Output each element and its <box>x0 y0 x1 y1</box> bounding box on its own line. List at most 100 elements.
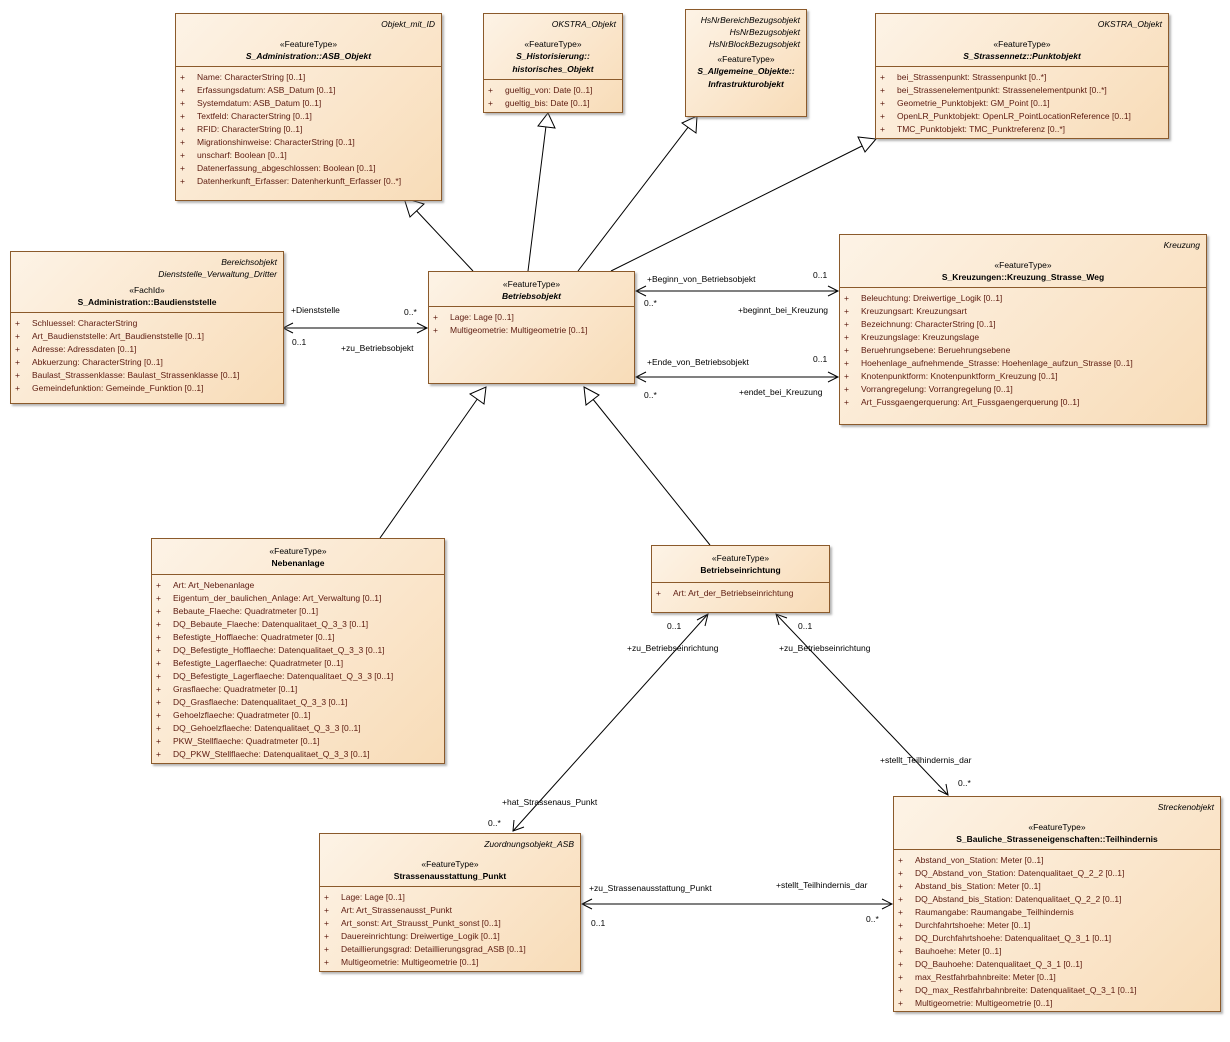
multiplicity-label: 0..1 <box>813 354 828 364</box>
attribute-list: +Art: Art_der_Betriebseinrichtung <box>652 583 829 603</box>
attribute-row: +Datenerfassung_abgeschlossen: Boolean [… <box>180 162 437 175</box>
visibility-marker: + <box>156 593 161 603</box>
class-nebenanlage[interactable]: «FeatureType» Nebenanlage +Art: Art_Nebe… <box>151 538 445 764</box>
parent-classes: Kreuzung <box>844 239 1202 251</box>
attribute-text: DQ_Bebaute_Flaeche: Datenqualitaet_Q_3_3… <box>173 619 369 629</box>
attribute-row: +bei_Strassenelementpunkt: Strasseneleme… <box>880 84 1164 97</box>
navigability-arrowhead <box>775 613 788 626</box>
navigability-arrowhead <box>937 783 949 796</box>
generalization-nebenanlage <box>379 397 479 539</box>
class-header: Bereichsobjekt Dienststelle_Verwaltung_D… <box>11 252 283 313</box>
attribute-text: Dauereinrichtung: Dreiwertige_Logik [0..… <box>341 931 500 941</box>
visibility-marker: + <box>898 985 903 995</box>
attribute-text: Kreuzungsart: Kreuzungsart <box>861 306 967 316</box>
attribute-row: + Name: CharacterString [0..1] <box>180 71 437 84</box>
visibility-marker: + <box>880 124 885 134</box>
attribute-text: Geometrie_Punktobjekt: GM_Point [0..1] <box>897 98 1050 108</box>
attribute-row: +Art: Art_der_Betriebseinrichtung <box>656 587 825 600</box>
parent-class-name: HsNrBlockBezugsobjekt <box>708 39 800 49</box>
attribute-text: Baulast_Strassenklasse: Baulast_Strassen… <box>32 370 240 380</box>
navigability-arrowhead <box>512 819 525 832</box>
class-header: Kreuzung «FeatureType» S_Kreuzungen::Kre… <box>840 235 1206 288</box>
attribute-row: +Bezeichnung: CharacterString [0..1] <box>844 318 1202 331</box>
stereotype: «FeatureType» <box>524 39 582 49</box>
visibility-marker: + <box>15 370 20 380</box>
visibility-marker: + <box>844 293 849 303</box>
visibility-marker: + <box>488 85 493 95</box>
attribute-row: +DQ_max_Restfahrbahnbreite: Datenqualita… <box>898 984 1216 997</box>
parent-classes: Streckenobjekt <box>898 801 1216 813</box>
role-label: +Ende_von_Betriebsobjekt <box>647 357 749 367</box>
visibility-marker: + <box>324 918 329 928</box>
class-historisches-objekt[interactable]: OKSTRA_Objekt «FeatureType» S_Historisie… <box>483 13 623 113</box>
role-label: +endet_bei_Kreuzung <box>739 387 823 397</box>
attribute-row: + Kreuzungsart: Kreuzungsart <box>844 305 1202 318</box>
parent-class-name: Dienststelle_Verwaltung_Dritter <box>158 269 277 279</box>
visibility-marker: + <box>180 176 185 186</box>
visibility-marker: + <box>180 72 185 82</box>
attribute-row: +Multigeometrie: Multigeometrie [0..1] <box>433 324 630 337</box>
visibility-marker: + <box>324 892 329 902</box>
role-label: +zu_Betriebsobjekt <box>341 343 414 353</box>
attribute-text: Adresse: Adressdaten [0..1] <box>32 344 137 354</box>
attribute-row: + Bauhoehe: Meter [0..1] <box>898 945 1216 958</box>
class-baudienststelle[interactable]: Bereichsobjekt Dienststelle_Verwaltung_D… <box>10 251 284 404</box>
visibility-marker: + <box>898 933 903 943</box>
visibility-marker: + <box>156 632 161 642</box>
stereotype: «FeatureType» <box>502 279 561 289</box>
class-name: S_Administration::Baudienststelle <box>77 297 217 307</box>
visibility-marker: + <box>156 619 161 629</box>
visibility-marker: + <box>324 957 329 967</box>
attribute-text: DQ_Befestigte_Hofflaeche: Datenqualitaet… <box>173 645 385 655</box>
class-teilhindernis[interactable]: Streckenobjekt «FeatureType» S_Bauliche_… <box>893 796 1221 1012</box>
stereotype: «FeatureType» <box>269 546 327 556</box>
stereotype: «FeatureType» <box>993 39 1051 49</box>
attribute-text: Datenerfassung_abgeschlossen: Boolean [0… <box>197 163 376 173</box>
class-asb-objekt[interactable]: Objekt_mit_ID «FeatureType» S_Administra… <box>175 13 442 201</box>
attribute-text: bei_Strassenpunkt: Strassenpunkt [0..*] <box>897 72 1047 82</box>
assoc-zu-betriebseinrichtung-2 <box>775 613 949 796</box>
role-label: +beginnt_bei_Kreuzung <box>738 305 829 315</box>
multiplicity-label: 0..* <box>404 307 417 317</box>
class-betriebsobjekt[interactable]: «FeatureType» Betriebsobjekt +Lage: Lage… <box>428 271 635 384</box>
class-header: OKSTRA_Objekt «FeatureType» S_Historisie… <box>484 14 622 80</box>
visibility-marker: + <box>898 946 903 956</box>
attribute-text: TMC_Punktobjekt: TMC_Punktreferenz [0..*… <box>897 124 1066 134</box>
attribute-row: + Baulast_Strassenklasse: Baulast_Strasse… <box>15 369 279 382</box>
role-label: +zu_Betriebseinrichtung <box>627 643 719 653</box>
generalization-arrowhead <box>537 112 556 129</box>
attribute-row: +DQ_Befestigte_Lagerflaeche: Datenqualit… <box>156 670 440 683</box>
visibility-marker: + <box>844 371 849 381</box>
visibility-marker: + <box>156 606 161 616</box>
attribute-row: +Adresse: Adressdaten [0..1] <box>15 343 279 356</box>
visibility-marker: + <box>656 588 661 598</box>
attribute-text: Bauhoehe: Meter [0..1] <box>915 946 1002 956</box>
class-infrastrukturobjekt[interactable]: HsNrBereichBezugsobjekt HsNrBezugsobjekt… <box>685 9 807 117</box>
attribute-row: +Hoehenlage_aufnehmende_Strasse: Hoehenl… <box>844 357 1202 370</box>
parent-classes: HsNrBereichBezugsobjekt HsNrBezugsobjekt… <box>690 14 802 50</box>
class-header: «FeatureType» Betriebseinrichtung <box>652 546 829 583</box>
navigability-arrowhead <box>634 285 647 297</box>
attribute-text: PKW_Stellflaeche: Quadratmeter [0..1] <box>173 736 320 746</box>
attribute-row: +Multigeometrie: Multigeometrie [0..1] <box>324 956 576 969</box>
attribute-text: Lage: Lage [0..1] <box>450 312 514 322</box>
class-punktobjekt[interactable]: OKSTRA_Objekt «FeatureType» S_Strassenne… <box>875 13 1169 139</box>
parent-class-name: Kreuzung <box>1163 240 1200 250</box>
class-name: Strassenausstattung_Punkt <box>393 871 507 881</box>
attribute-text: Abstand_von_Station: Meter [0..1] <box>915 855 1044 865</box>
attribute-text: Name: CharacterString [0..1] <box>197 72 306 82</box>
parent-classes: OKSTRA_Objekt <box>880 18 1164 30</box>
class-name: S_Bauliche_Strasseneigenschaften::Teilhi… <box>956 834 1158 844</box>
class-betriebseinrichtung[interactable]: «FeatureType» Betriebseinrichtung +Art: … <box>651 545 830 613</box>
visibility-marker: + <box>156 658 161 668</box>
visibility-marker: + <box>898 998 903 1008</box>
stereotype: «FachId» <box>129 285 165 295</box>
visibility-marker: + <box>898 907 903 917</box>
visibility-marker: + <box>844 345 849 355</box>
visibility-marker: + <box>324 931 329 941</box>
visibility-marker: + <box>898 881 903 891</box>
visibility-marker: + <box>844 306 849 316</box>
multiplicity-label: 0..* <box>958 778 971 788</box>
class-strassenausstattung-punkt[interactable]: Zuordnungsobjekt_ASB «FeatureType» Stras… <box>319 833 581 972</box>
class-kreuzung-strasse-weg[interactable]: Kreuzung «FeatureType» S_Kreuzungen::Kre… <box>839 234 1207 425</box>
